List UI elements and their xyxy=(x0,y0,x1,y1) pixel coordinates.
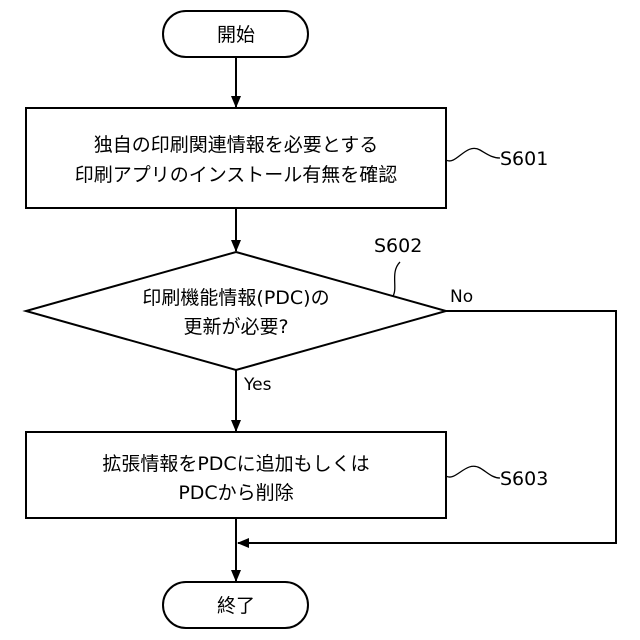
s602-leader-line xyxy=(393,262,400,296)
process-s603: 拡張情報をPDCに追加もしくは PDCから削除 xyxy=(26,432,446,518)
s602-line-2: 更新が必要? xyxy=(183,316,288,338)
s601-line-2: 印刷アプリのインストール有無を確認 xyxy=(75,164,398,186)
s601-step-id: S601 xyxy=(500,148,548,170)
s603-leader-line xyxy=(446,466,500,478)
s602-step-id: S602 xyxy=(374,235,422,257)
start-terminal: 開始 xyxy=(163,11,308,57)
decision-s602: 印刷機能情報(PDC)の 更新が必要? xyxy=(26,252,446,370)
s603-step-id: S603 xyxy=(500,468,548,490)
s603-line-2: PDCから削除 xyxy=(178,482,293,504)
no-label: No xyxy=(450,287,473,307)
end-terminal: 終了 xyxy=(163,582,308,628)
s601-line-1: 独自の印刷関連情報を必要とする xyxy=(94,134,378,156)
end-label: 終了 xyxy=(217,595,255,617)
s601-leader-line xyxy=(446,148,500,161)
yes-label: Yes xyxy=(243,375,272,395)
s603-line-1: 拡張情報をPDCに追加もしくは xyxy=(102,453,369,475)
s602-line-1: 印刷機能情報(PDC)の xyxy=(142,287,329,309)
process-s601: 独自の印刷関連情報を必要とする 印刷アプリのインストール有無を確認 xyxy=(26,108,446,208)
start-label: 開始 xyxy=(217,24,255,46)
